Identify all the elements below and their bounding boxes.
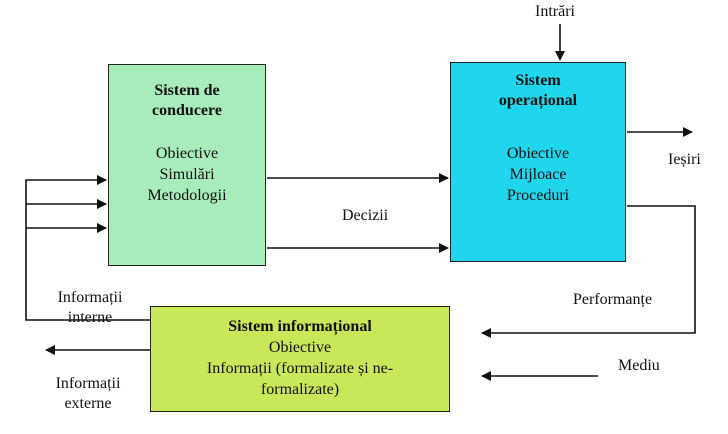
operational-title-2: operațional (498, 92, 578, 109)
conducere-line-1: Obiective (155, 145, 219, 162)
label-performante: Performanțe (573, 291, 653, 308)
conducere-line-2: Simulări (159, 166, 215, 183)
informatii-externe-line-2: externe (64, 395, 112, 412)
label-informatii-interne: Informații interne (40, 288, 140, 328)
operational-title-1: Sistem (515, 72, 561, 89)
operational-line-1: Obiective (506, 145, 570, 162)
informational-line-3: formalizate) (260, 381, 340, 398)
conducere-line-3: Metodologii (147, 187, 227, 204)
box-sistem-operational: Sistem operațional Obiective Mijloace Pr… (450, 62, 626, 262)
conducere-title-1: Sistem de (154, 82, 220, 99)
informatii-interne-line-1: Informații (57, 289, 123, 306)
box-sistem-conducere: Sistem de conducere Obiective Simulări M… (108, 64, 266, 266)
label-informatii-externe: Informații externe (38, 374, 138, 414)
operational-line-2: Mijloace (509, 166, 567, 183)
arrow-informatii-interne (25, 175, 150, 321)
informatii-interne-line-2: interne (67, 309, 113, 326)
conducere-title-2: conducere (152, 102, 222, 119)
informatii-externe-line-1: Informații (55, 375, 121, 392)
label-intrari: Intrări (535, 3, 575, 20)
label-decizii: Decizii (342, 207, 389, 224)
label-mediu: Mediu (618, 357, 660, 374)
informational-line-2: Informații (formalizate și ne- (206, 360, 394, 377)
label-iesiri: Ieșiri (668, 151, 701, 168)
operational-line-3: Proceduri (506, 187, 570, 204)
informational-line-1: Obiective (268, 339, 332, 356)
informational-title: Sistem informațional (228, 318, 372, 335)
box-sistem-informational: Sistem informațional Obiective Informați… (150, 306, 450, 412)
arrow-performante (481, 205, 696, 338)
